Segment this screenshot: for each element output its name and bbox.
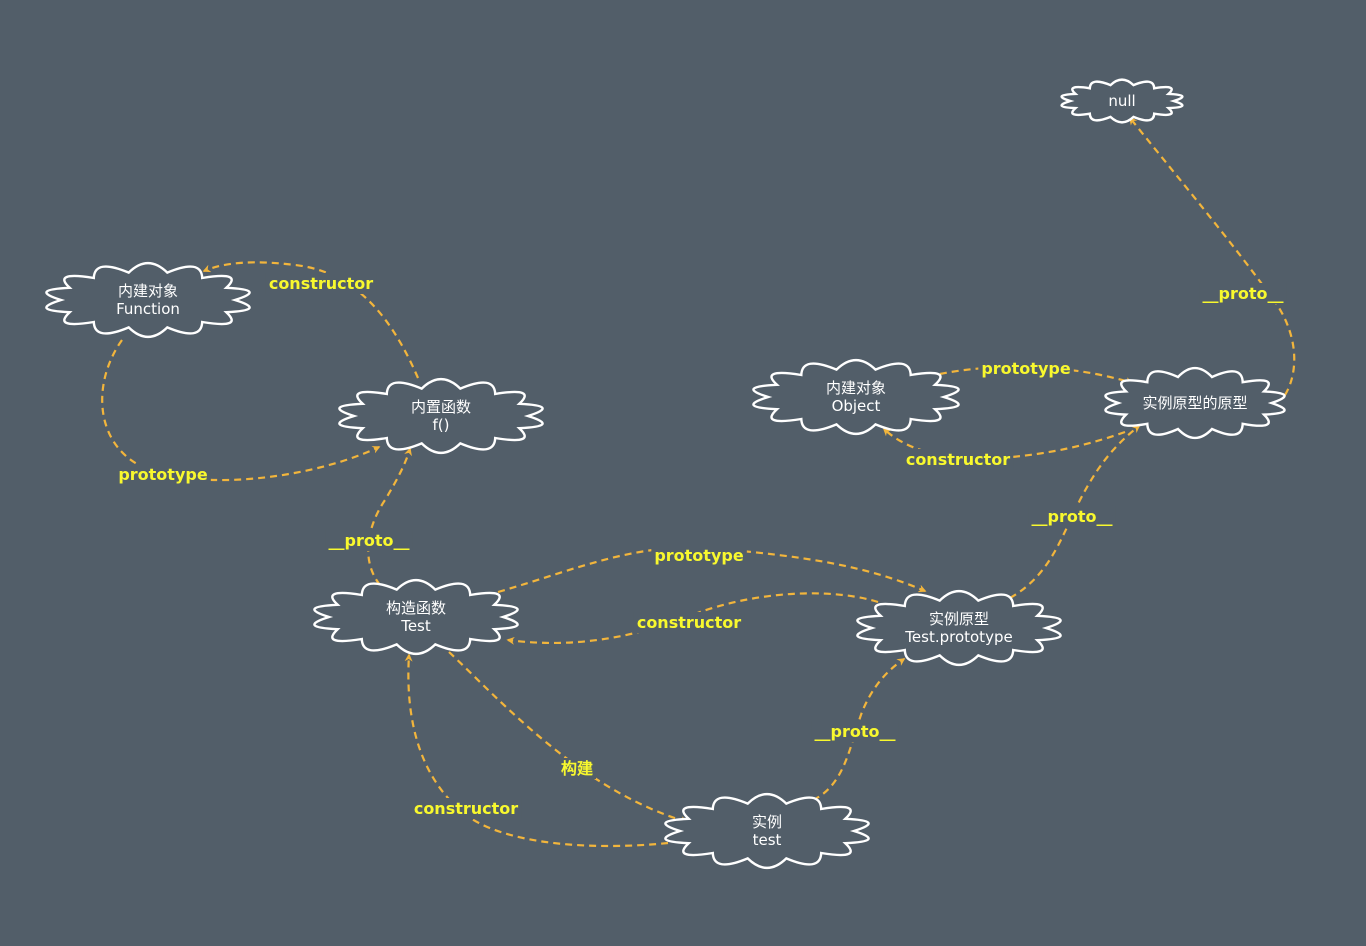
node-label-line-1: 内建对象 [118,282,178,300]
edge-label-background [410,798,522,819]
edge-label-test_proto-to-object_proto: __proto__ [1032,507,1113,526]
node-label-line-1: 构造函数 [386,599,446,617]
edge-labels-layer: constructor prototype __proto__ prototype co… [115,273,1287,819]
edge-test_proto-to-object_proto [1009,425,1141,599]
edge-label-background [115,464,211,485]
node-label-line-2: Function [116,300,180,318]
edge-test-to-test_proto [497,546,927,594]
edge-label-background [811,721,899,742]
cloud-shape [664,792,870,870]
edge-label-test-to-builtin_fn: __proto__ [329,531,410,550]
edge-label-instance-to-test_proto: __proto__ [815,722,896,741]
cloud-shape [752,358,960,436]
node-label-line-1: 内置函数 [411,398,471,416]
edge-object_proto-to-null [1128,116,1296,396]
edge-instance-to-test_proto [812,658,906,801]
edge-label-builtin_fn-to-function: constructor [269,274,373,293]
node-label-line-2: Test [400,617,431,635]
edge-label-background [651,545,747,566]
edge-label-background [557,758,597,779]
edge-test-to-builtin_fn [367,447,412,586]
cloud-shape [1060,78,1184,124]
edge-function-to-builtin_fn [101,339,381,482]
edge-label-test-to-instance: 构建 [561,759,593,778]
edge-builtin_fn-to-function [202,261,420,379]
edge-label-background [978,358,1074,379]
cloud-shape [338,377,544,455]
edge-test-to-instance [448,651,689,824]
edge-label-object_proto-to-object: constructor [906,450,1010,469]
node-label-line-1: 实例原型的原型 [1142,394,1247,412]
edge-label-object_proto-to-null: __proto__ [1203,284,1284,303]
node-label-line-1: 内建对象 [826,379,886,397]
edge-label-function-to-builtin_fn: prototype [118,465,208,484]
cloud-shape [45,261,251,339]
edge-label-background [265,273,377,294]
node-object-proto: 实例原型的原型 [1104,366,1286,440]
node-label-line-1: 实例原型 [929,610,989,628]
edge-label-background [902,449,1014,470]
edge-label-background [1028,506,1116,527]
edges-layer [101,116,1296,848]
node-label-line-2: Test.prototype [904,628,1012,646]
node-null: null [1060,78,1184,124]
edge-instance-to-test [404,653,669,848]
edge-label-object-to-object_proto: prototype [981,359,1071,378]
edge-label-instance-to-test: constructor [414,799,518,818]
node-label-line-2: Object [832,397,881,415]
cloud-shape [1104,366,1286,440]
edge-label-test-to-test_proto: prototype [654,546,744,565]
edge-label-test_proto-to-test: constructor [637,613,741,632]
edge-label-background [325,530,413,551]
cloud-shape [856,589,1062,667]
edge-label-background [1199,283,1287,304]
cloud-shape [313,578,519,656]
node-label-line-2: f() [433,416,450,434]
edge-label-background [633,612,745,633]
node-label-line-2: test [753,831,782,849]
node-label-line-1: null [1108,92,1135,110]
node-label-line-1: 实例 [752,813,782,831]
edge-object_proto-to-object [882,427,1126,460]
